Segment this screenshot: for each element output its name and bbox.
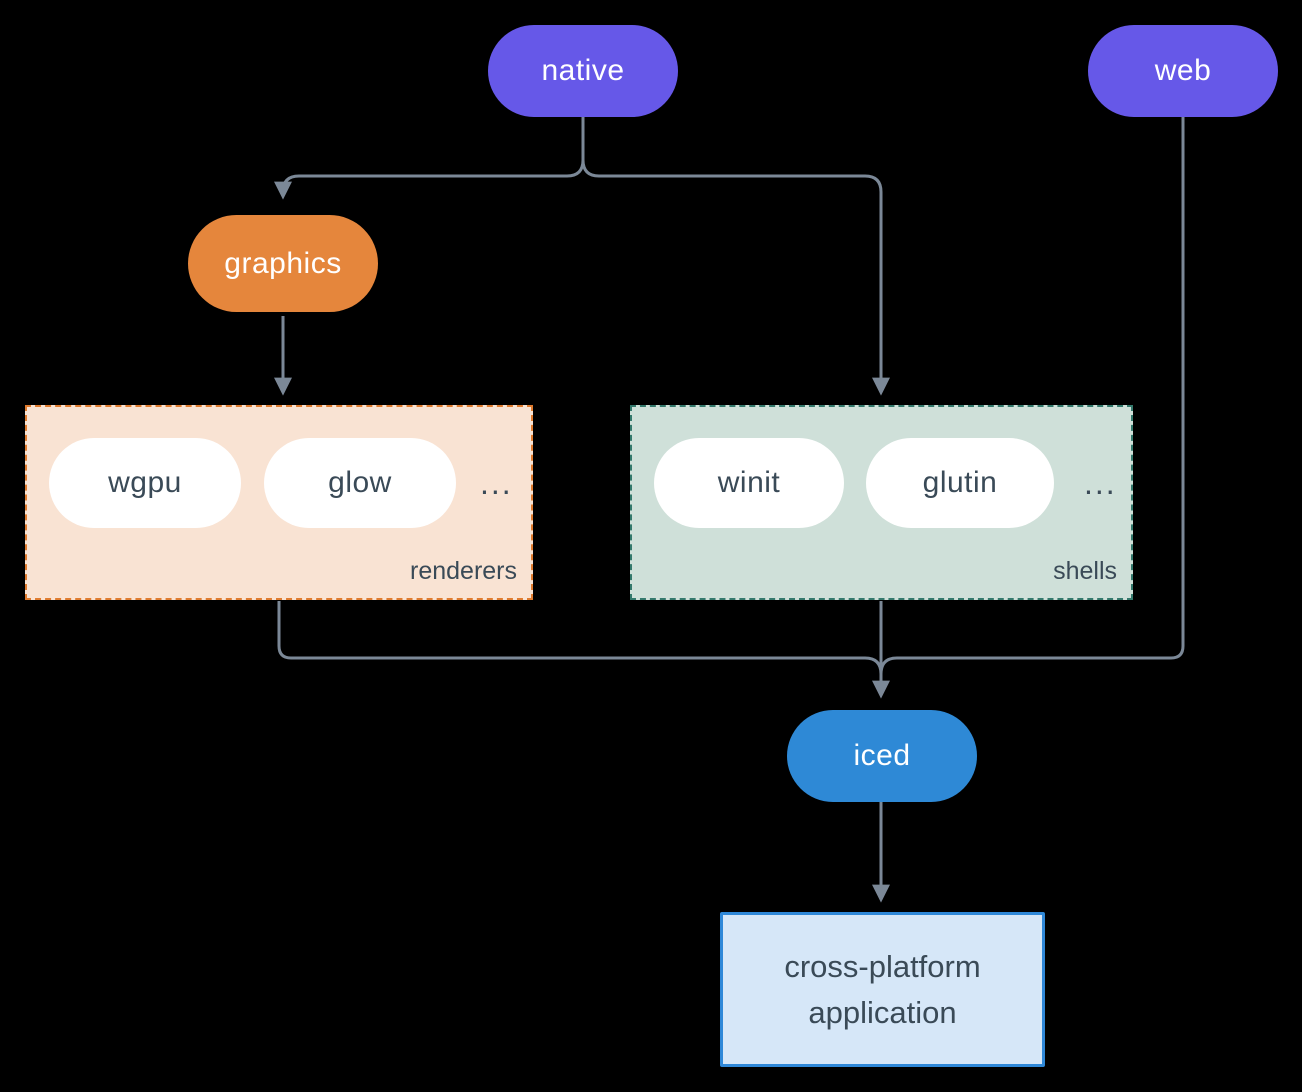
node-glutin: glutin: [866, 438, 1054, 528]
node-web: web: [1088, 25, 1278, 117]
node-glutin-label: glutin: [922, 466, 998, 499]
application-label-line1: cross-platform: [784, 948, 981, 984]
node-cross-platform-application: cross-platform application: [720, 912, 1045, 1067]
node-winit-label: winit: [717, 466, 781, 499]
renderers-ellipsis: ...: [480, 464, 513, 501]
renderers-group-label: renderers: [410, 557, 517, 585]
node-native: native: [488, 25, 678, 117]
shells-group-label: shells: [1053, 557, 1117, 585]
node-graphics-label: graphics: [224, 246, 342, 280]
node-glow-label: glow: [328, 466, 392, 499]
edge-native-shells: [581, 117, 890, 396]
node-web-label: web: [1154, 54, 1212, 87]
node-glow: glow: [264, 438, 456, 528]
node-iced: iced: [787, 710, 977, 802]
node-iced-label: iced: [853, 739, 911, 772]
edge-web-iced: [879, 117, 1185, 675]
group-renderers: wgpu glow ... renderers: [25, 405, 533, 600]
node-winit: winit: [654, 438, 844, 528]
edge-renderers-iced: [277, 601, 883, 675]
node-wgpu: wgpu: [49, 438, 241, 528]
shells-ellipsis: ...: [1084, 464, 1117, 501]
application-label-line2: application: [808, 994, 957, 1030]
node-wgpu-label: wgpu: [108, 466, 182, 499]
group-shells: winit glutin ... shells: [630, 405, 1133, 600]
edge-native-graphics: [274, 117, 585, 200]
node-native-label: native: [541, 54, 625, 87]
node-graphics: graphics: [188, 215, 378, 312]
